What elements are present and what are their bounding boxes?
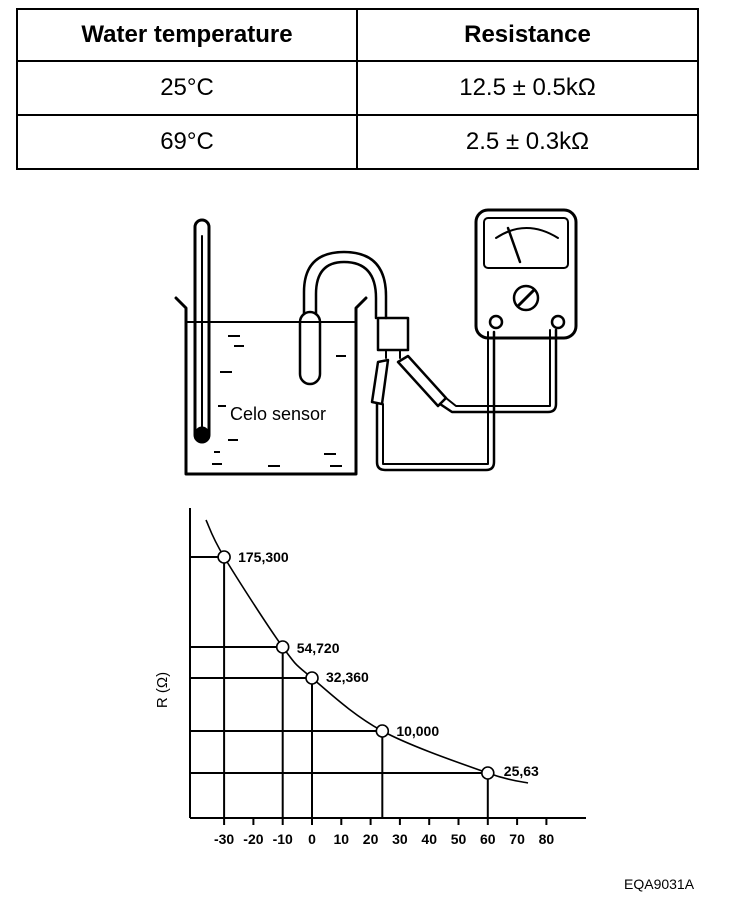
data-point-label: 10,000 <box>396 723 439 739</box>
cell-resistance: 2.5 ± 0.3kΩ <box>356 114 699 170</box>
x-tick-label: -10 <box>273 831 293 847</box>
figure-code: EQA9031A <box>624 876 695 892</box>
x-tick-label: 80 <box>539 831 555 847</box>
data-point-label: 25,63 <box>504 763 539 779</box>
x-tick-label: 20 <box>363 831 379 847</box>
ohmmeter <box>474 208 578 340</box>
cell-temperature: 69°C <box>16 114 358 170</box>
thermometer <box>193 218 211 444</box>
x-tick-label: 50 <box>451 831 467 847</box>
cell-temperature: 25°C <box>16 60 358 116</box>
x-tick-label: 60 <box>480 831 496 847</box>
table-header-row: Water temperature Resistance <box>16 8 699 62</box>
beaker <box>174 296 368 476</box>
table-row: 25°C 12.5 ± 0.5kΩ <box>16 60 699 116</box>
y-axis-label: R (Ω) <box>154 672 171 708</box>
sensor-label: Celo sensor <box>230 404 326 424</box>
test-lead-black-inner <box>382 331 489 465</box>
x-tick-label: 40 <box>421 831 437 847</box>
data-point-label: 54,720 <box>297 640 340 656</box>
data-point-label: 175,300 <box>238 549 289 565</box>
spec-table: Water temperature Resistance 25°C 12.5 ±… <box>16 8 699 170</box>
cell-resistance: 12.5 ± 0.5kΩ <box>356 60 699 116</box>
temperature-sensor-probe <box>298 250 388 386</box>
x-tick-label: -30 <box>214 831 234 847</box>
x-tick-label: 70 <box>509 831 525 847</box>
water-marks <box>212 335 346 467</box>
x-tick-label: -20 <box>243 831 263 847</box>
table-row: 69°C 2.5 ± 0.3kΩ <box>16 114 699 170</box>
header-water-temperature: Water temperature <box>16 8 358 62</box>
x-tick-label: 30 <box>392 831 408 847</box>
sensor-connector <box>376 316 410 359</box>
test-lead-red <box>438 328 558 414</box>
data-point <box>375 724 390 738</box>
data-point <box>305 671 319 685</box>
header-resistance: Resistance <box>356 8 699 62</box>
data-point <box>217 550 231 564</box>
data-point-label: 32,360 <box>326 669 369 685</box>
data-point <box>480 766 495 780</box>
test-lead-red-inner <box>445 329 551 407</box>
x-tick-label: 10 <box>334 831 350 847</box>
data-point <box>275 640 290 654</box>
x-tick-label: 0 <box>308 831 316 847</box>
test-lead-black <box>375 330 496 472</box>
